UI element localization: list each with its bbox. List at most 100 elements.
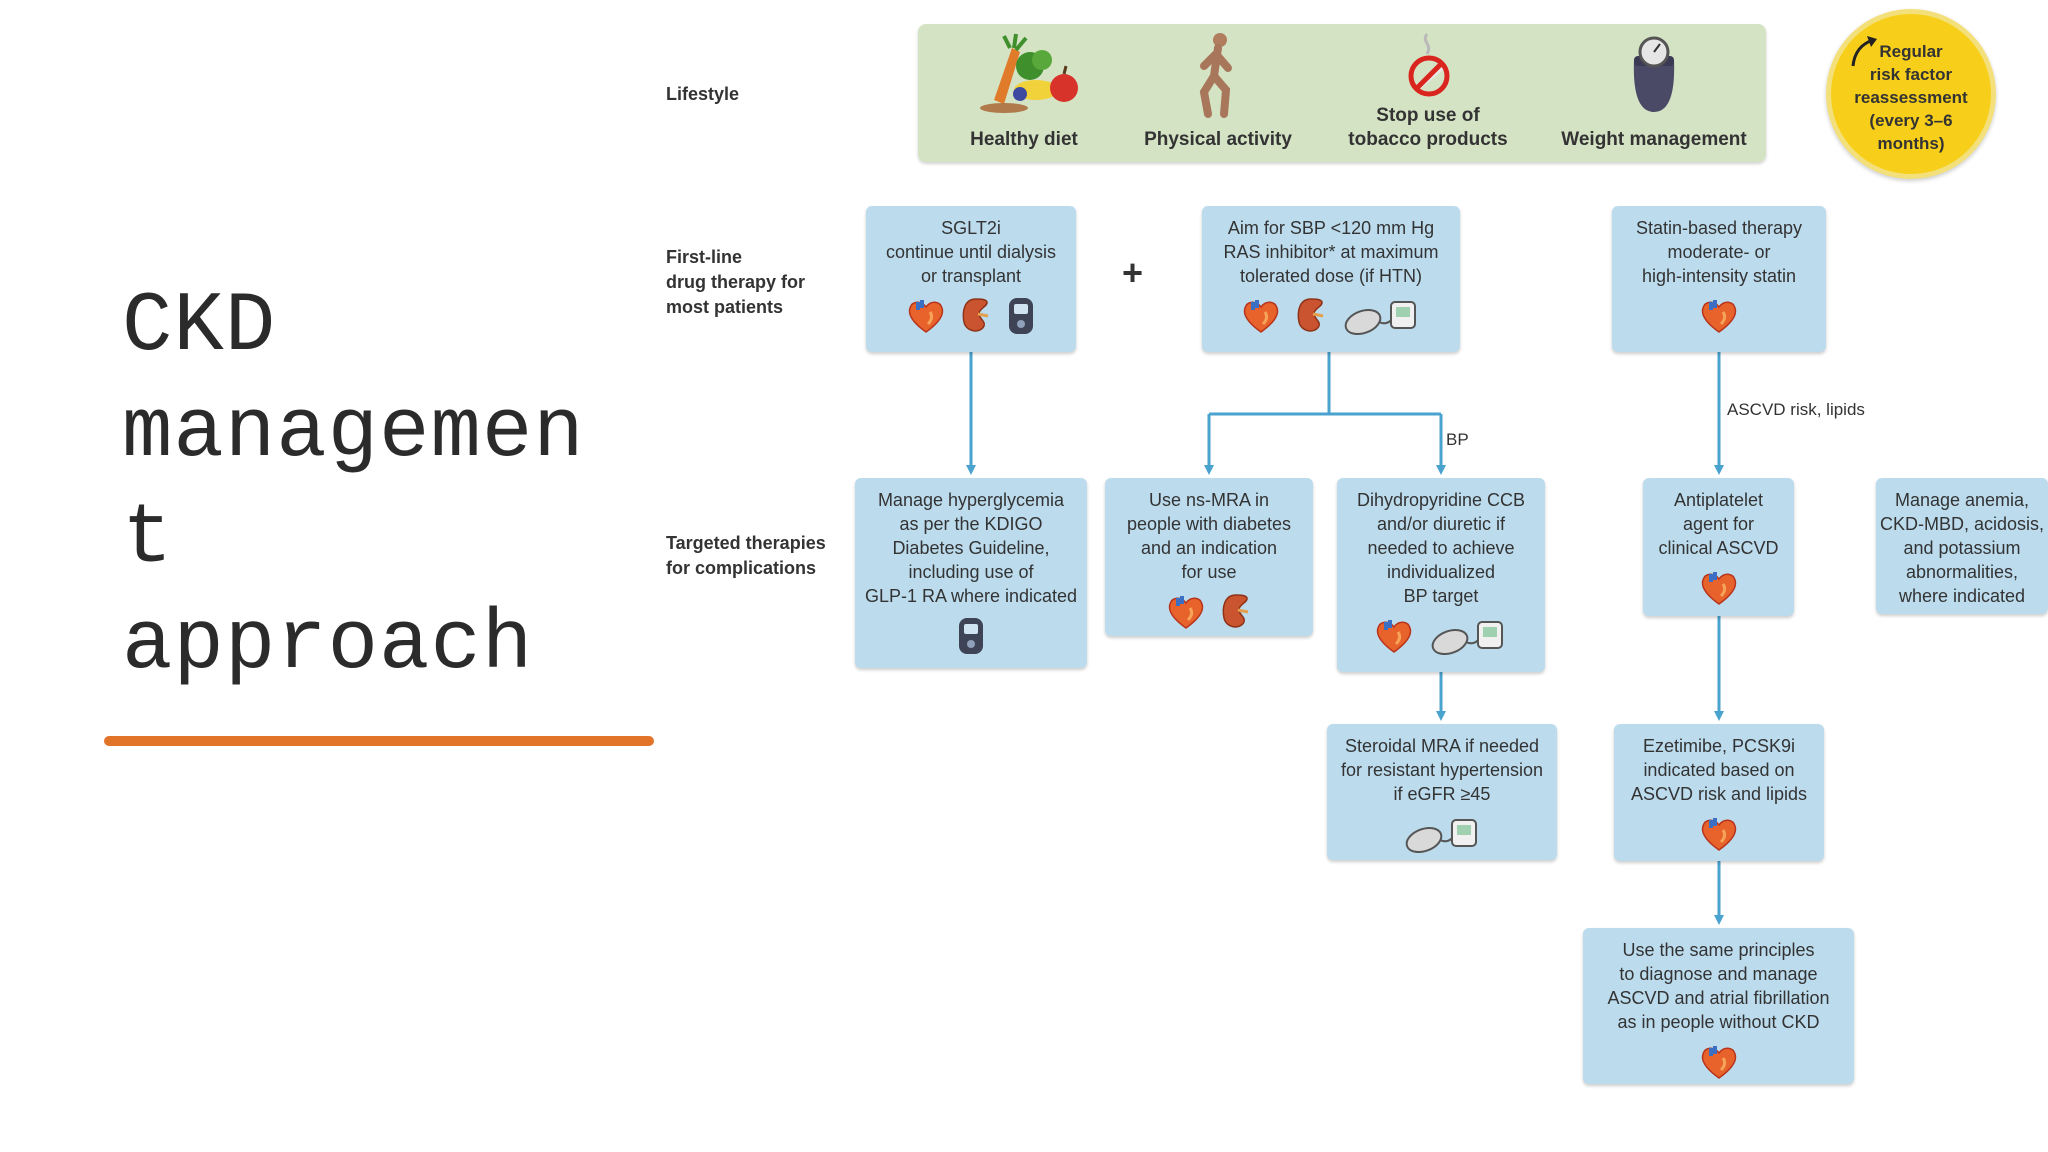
box-text-line: and/or diuretic if [1376,514,1506,534]
box-text-line: Dihydropyridine CCB [1356,490,1526,510]
box-text-line: continue until dialysis [885,242,1057,262]
lifestyle-label: Weight management [1554,128,1754,152]
kidney-icon [1295,296,1327,336]
cycle-arrow-icon [1851,36,1877,67]
box-text-line: GLP-1 RA where indicated [864,586,1078,606]
box-icons [1327,814,1557,854]
box-text-line: Aim for SBP <120 mm Hg [1227,218,1435,238]
glucometer-icon [1006,296,1036,336]
row-label-line: Targeted therapies [666,533,826,553]
box-text-line: Use ns-MRA in [1148,490,1270,510]
box-text-line: where indicated [1898,586,2026,606]
lifestyle-label: Stop use of tobacco products [1328,104,1528,152]
reassessment-line: reassessment [1854,88,1968,107]
slide-title-line: t [122,492,174,587]
physical-activity-icon [1199,33,1232,118]
box-text: Use ns-MRA in people with diabetes and an … [1105,488,1313,584]
lifestyle-label-line: Weight management [1561,129,1747,150]
bp-monitor-icon [1402,814,1482,854]
box-text-line: Statin-based therapy [1635,218,1803,238]
box-text-line: people with diabetes [1126,514,1292,534]
box-text: Dihydropyridine CCB and/or diuretic if nee… [1337,488,1545,608]
heart-icon [1241,296,1281,336]
box-text-line: Use the same principles [1622,940,1815,960]
lifestyle-label: Physical activity [1118,128,1318,152]
heart-icon [1699,296,1739,336]
box-icons [1105,592,1313,632]
lifestyle-label-line: Physical activity [1144,129,1292,150]
box-text-line: or transplant [920,266,1022,286]
box-ns-mra: Use ns-MRA in people with diabetes and an … [1105,478,1313,636]
lifestyle-weight-management: Weight management [1554,30,1754,160]
box-sglt2i: SGLT2i continue until dialysis or transpla… [866,206,1076,352]
box-text-line: if eGFR ≥45 [1393,784,1491,804]
box-ccb-diuretic: Dihydropyridine CCB and/or diuretic if nee… [1337,478,1545,672]
heart-icon [1699,814,1739,854]
slide-title-line: CKD [122,280,277,375]
box-text-line: tolerated dose (if HTN) [1239,266,1423,286]
box-text-line: Antiplatelet [1673,490,1764,510]
box-text-line: Manage hyperglycemia [877,490,1065,510]
box-text-line: as in people without CKD [1617,1012,1820,1032]
box-same-principles: Use the same principles to diagnose and m… [1583,928,1854,1084]
box-text: Manage anemia,CKD-MBD, acidosis,and pota… [1876,488,2048,608]
box-ras-inhibitor: Aim for SBP <120 mm Hg RAS inhibitor* at … [1202,206,1460,352]
box-text: Use the same principles to diagnose and m… [1583,938,1854,1034]
box-icons [1202,296,1460,336]
row-label-line: Lifestyle [666,84,740,104]
no-smoking-icon [1408,33,1450,97]
box-text: Aim for SBP <120 mm Hg RAS inhibitor* at … [1202,216,1460,288]
box-text-line: and an indication [1140,538,1278,558]
box-text-line: Steroidal MRA if needed [1344,736,1540,756]
edge-label-ascvd: ASCVD risk, lipids [1727,400,1865,419]
box-text-line: Ezetimibe, PCSK9i [1642,736,1796,756]
lifestyle-healthy-diet: Healthy diet [924,30,1124,160]
box-text-line: indicated based on [1643,760,1795,780]
box-text-line: and potassium [1903,538,2021,558]
box-text-line: to diagnose and manage [1619,964,1818,984]
box-icons [1614,814,1824,854]
heart-icon [906,296,946,336]
slide-title: CKD managemen t approach [122,275,682,699]
box-text-line: as per the KDIGO [899,514,1043,534]
row-label-line: most patients [666,297,784,317]
box-icons [1643,568,1794,608]
lifestyle-physical-activity: Physical activity [1118,30,1318,160]
slide-title-line: approach [122,598,534,693]
box-text-line: clinical ASCVD [1658,538,1779,558]
box-icons [1583,1042,1854,1082]
box-text-line: SGLT2i [941,218,1001,238]
box-text-line: BP target [1403,586,1479,606]
box-text-line: for use [1181,562,1237,582]
box-text-line: needed to achieve [1367,538,1515,558]
healthy-diet-icon [980,33,1078,113]
box-text-line: moderate- or [1667,242,1771,262]
box-icons [855,616,1087,656]
slide-title-line: managemen [122,386,585,481]
box-icons [1612,296,1826,336]
bp-monitor-icon [1341,296,1421,336]
plus-sign: + [1122,252,1144,293]
heart-icon [1374,616,1414,656]
lifestyle-label-line: Stop use of [1376,105,1480,126]
row-label-lifestyle: Lifestyle [666,82,739,107]
lifestyle-label-line: tobacco products [1348,129,1508,150]
box-text-line: RAS inhibitor* at maximum [1223,242,1439,262]
heart-icon [1166,592,1206,632]
box-text-line: Diabetes Guideline, [892,538,1050,558]
reassessment-text: Regular risk factor reassessment (every … [1831,40,1991,155]
edge-label-bp: BP [1446,430,1469,449]
box-icons [1337,616,1545,656]
box-text-line: CKD-MBD, acidosis, [1879,514,2045,534]
box-icons [866,296,1076,336]
row-label-targeted: Targeted therapies for complications [666,531,826,581]
heart-icon [1699,1042,1739,1082]
